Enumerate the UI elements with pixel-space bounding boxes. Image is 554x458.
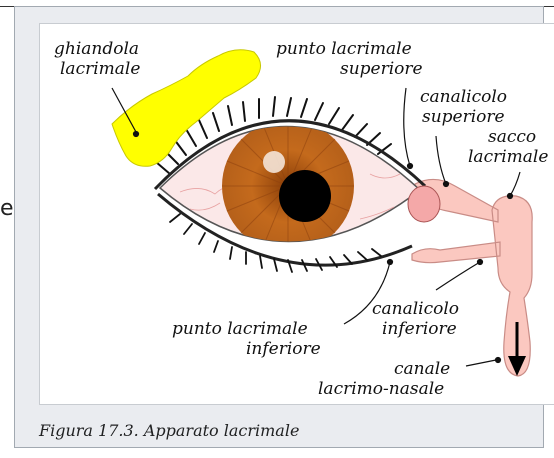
label-duct-1: canale <box>394 359 450 379</box>
upper-point-leader <box>404 88 410 166</box>
figure-caption: Figura 17.3. Apparato lacrimale <box>39 421 299 440</box>
label-lower-canal-1: canalicolo <box>372 299 459 319</box>
label-lower-canal-2: inferiore <box>382 319 457 339</box>
upper-canal-leader <box>436 136 446 184</box>
label-upper-canal-2: superiore <box>422 107 505 127</box>
lacrimal-caruncle <box>408 186 440 222</box>
pupil <box>279 170 331 222</box>
light-reflection <box>263 151 285 173</box>
label-sac-1: sacco <box>488 127 536 147</box>
label-lower-point-1: punto lacrimale <box>172 319 308 339</box>
sac-leader <box>510 172 520 196</box>
label-gland-2: lacrimale <box>60 59 140 79</box>
lower-canal-leader <box>436 262 480 290</box>
body-text-fragment: e <box>0 196 14 221</box>
label-gland-1: ghiandola <box>54 39 139 59</box>
figure-panel: ghiandola lacrimale punto lacrimale supe… <box>14 6 544 448</box>
diagram-svg: ghiandola lacrimale punto lacrimale supe… <box>40 24 554 404</box>
label-sac-2: lacrimale <box>468 147 548 167</box>
label-upper-point-2: superiore <box>340 59 423 79</box>
label-lower-point-2: inferiore <box>246 339 321 359</box>
lacrimal-apparatus-diagram[interactable]: ghiandola lacrimale punto lacrimale supe… <box>39 23 554 405</box>
duct-leader <box>466 360 496 366</box>
label-upper-point-1: punto lacrimale <box>276 39 412 59</box>
label-upper-canal-1: canalicolo <box>420 87 507 107</box>
label-duct-2: lacrimo-nasale <box>318 379 444 399</box>
